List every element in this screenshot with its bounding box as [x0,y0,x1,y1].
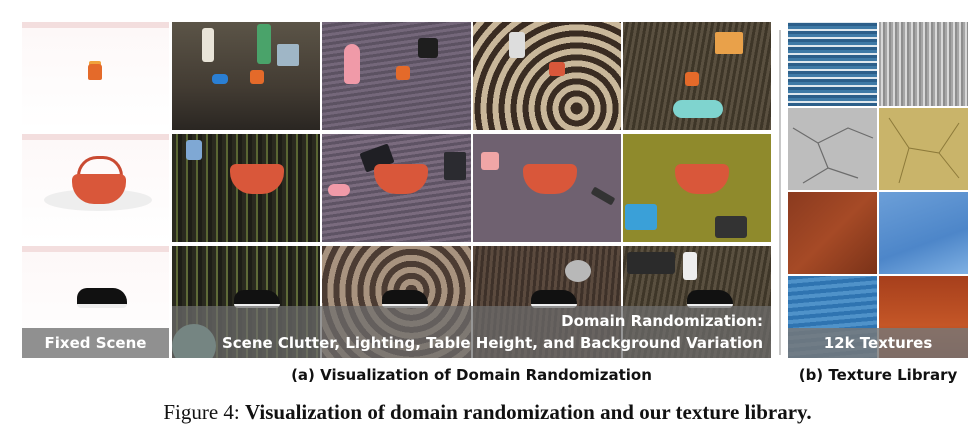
pad-object [715,216,747,238]
texture-brown-leather [788,192,877,274]
panel-a-sublabel: (a) Visualization of Domain Randomizatio… [291,366,652,384]
toy-object [212,74,228,84]
randomized-scene-r2-c2 [322,134,471,242]
randomized-scene-r2-c1 [172,134,320,242]
basket-object [230,164,284,194]
box-object [277,44,299,66]
fixed-scene-tile-cupcake [22,22,169,130]
panel-divider [779,30,781,355]
texture-count-label: 12k Textures [788,328,968,358]
figure-caption: Figure 4: Visualization of domain random… [0,400,975,425]
texture-olive-cracked [879,108,968,190]
crack-lines-icon [792,127,874,184]
spoon-object [344,44,360,84]
randomized-scene-r1-c4 [623,22,771,130]
texture-cracked-gray [788,108,877,190]
figure-caption-prefix: Figure 4: [163,400,245,424]
panel-b-sublabel: (b) Texture Library [798,366,958,384]
basket-object [675,164,729,194]
domain-randomization-subtitle: Scene Clutter, Lighting, Table Height, a… [221,334,763,352]
texture-gray-wood [879,22,968,106]
can-object [257,24,271,64]
basket-object [72,174,126,204]
crack-lines-icon [888,117,960,184]
randomized-scene-r1-c2 [322,22,471,130]
sneaker-object [77,288,127,308]
fixed-scene-label: Fixed Scene [22,328,169,358]
domain-randomization-banner: Domain Randomization: Scene Clutter, Lig… [172,306,771,358]
slipper-object [673,100,723,118]
cup-object [549,62,565,76]
randomized-scene-r2-c4 [623,134,771,242]
mug-object [418,38,438,58]
fixed-scene-tile-basket [22,134,169,242]
randomized-scene-r2-c3 [473,134,621,242]
box-object [715,32,743,54]
domain-randomization-title: Domain Randomization: [561,312,763,330]
basket-object [374,164,428,194]
basket-object [523,164,577,194]
spoon-object [328,184,350,196]
randomized-scene-r1-c1 [172,22,320,130]
bottle-object [202,28,214,62]
pot-object [565,260,591,282]
bottle-object [683,252,697,280]
cupcake-object [685,72,699,86]
stool-object [627,252,675,274]
cupcake-object [250,70,264,84]
figure-caption-title: Visualization of domain randomization an… [245,400,812,424]
basket-handle [77,156,123,189]
jar-object [509,32,525,58]
cupcake-object [88,64,102,80]
texture-blue-stripes [788,22,877,106]
hammer-object [590,186,616,206]
box-object [444,152,466,180]
cup-object [186,140,202,160]
mug-object [481,152,499,170]
texture-blue-fabric [879,192,968,274]
package-object [625,204,657,230]
cupcake-object [396,66,410,80]
randomized-scene-r1-c3 [473,22,621,130]
